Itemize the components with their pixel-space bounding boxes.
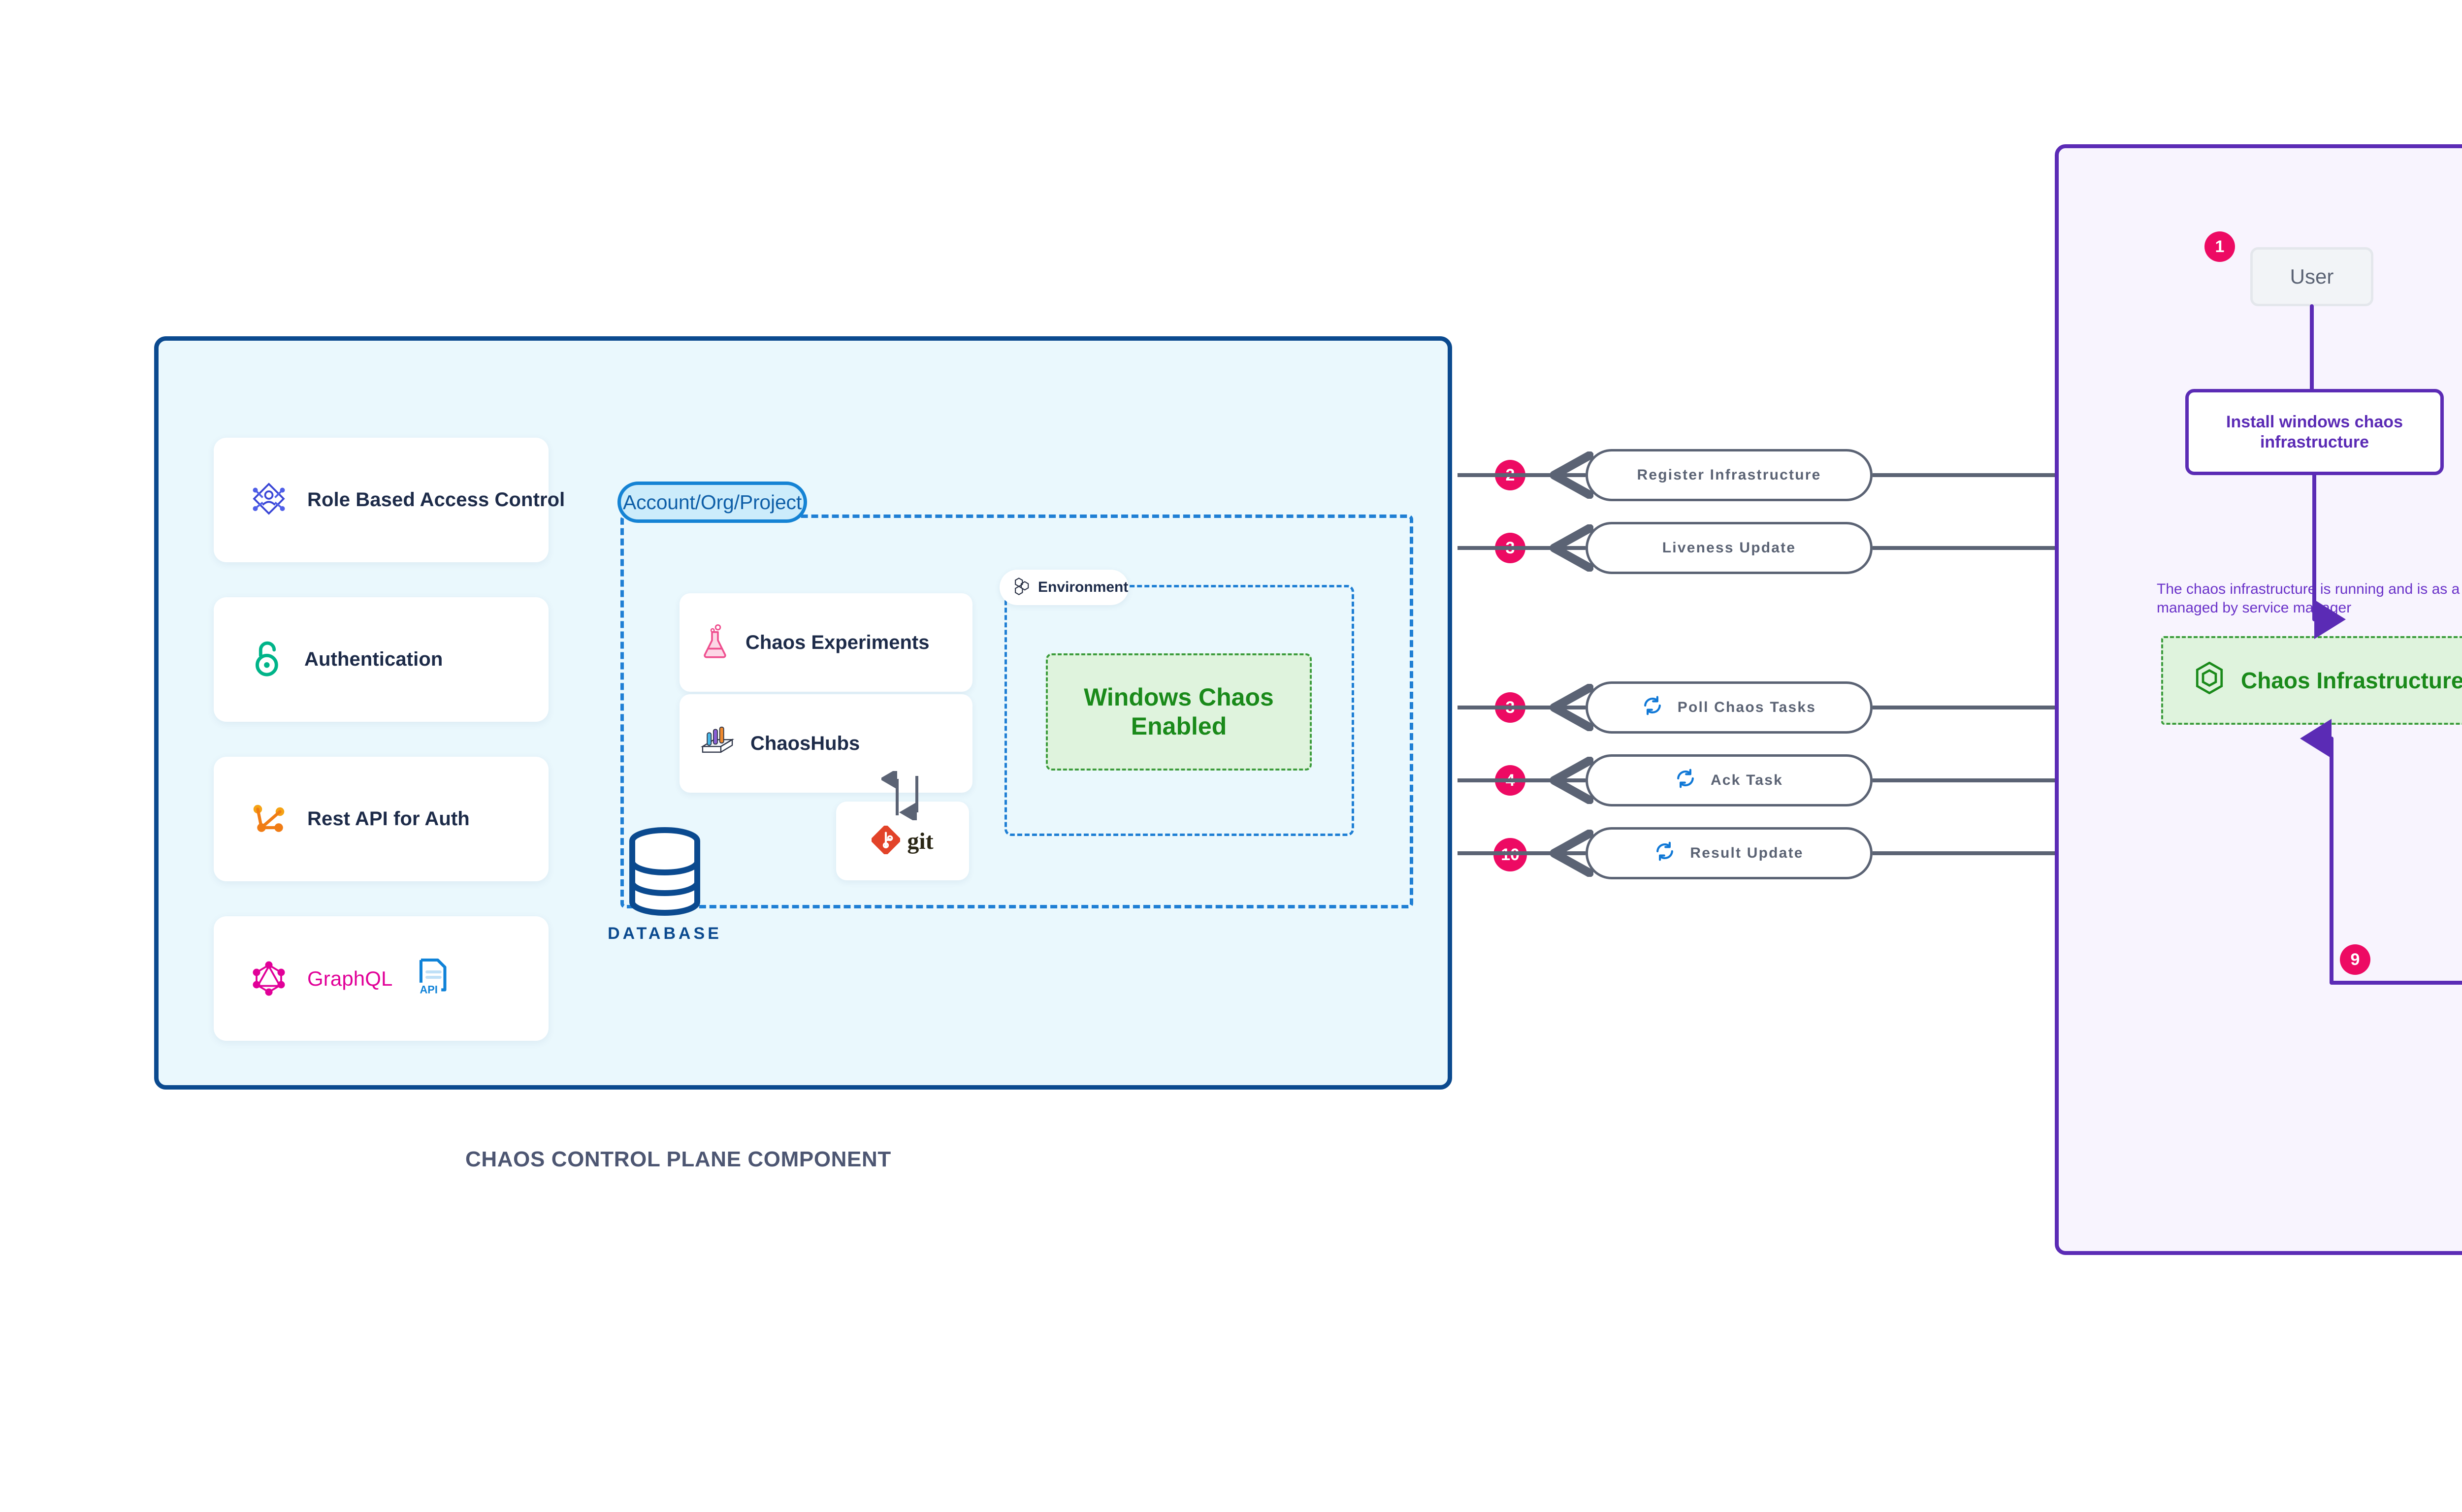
chaos-infrastructure-label: Chaos Infrastructure [2241,668,2462,693]
connector-result-update[interactable]: Result Update [1586,827,1873,879]
connector-register-infrastructure[interactable]: Register Infrastructure [1586,449,1873,501]
hexagon-outline-icon [2195,661,2224,700]
rbac-icon [249,479,289,521]
install-label: Install windows chaos infrastructure [2226,412,2403,451]
step-badge-3a: 3 [1495,533,1525,563]
account-org-project-pill[interactable]: Account/Org/Project [617,482,807,523]
connector-poll-chaos-tasks[interactable]: Poll Chaos Tasks [1586,681,1873,734]
feature-label: GraphQL [307,966,393,990]
windows-chaos-enabled-label: Windows Chaos Enabled [1084,683,1274,740]
account-org-project-label: Account/Org/Project [622,490,802,514]
rest-api-icon [249,798,289,840]
sync-icon [1654,841,1675,866]
environment-boundary [1004,585,1354,836]
connector-ack-task[interactable]: Ack Task [1586,754,1873,806]
chaos-infrastructure-box[interactable]: Chaos Infrastructure [2161,636,2462,725]
step-badge-1: 1 [2204,231,2235,262]
database-label: DATABASE [608,924,722,943]
graphql-icon [249,958,289,999]
git-sync-arrows [879,769,936,823]
card-chaos-experiments[interactable]: Chaos Experiments [680,593,972,692]
card-chaoshubs[interactable]: ChaosHubs [680,694,972,793]
feature-label: Role Based Access Control [307,489,565,511]
git-logo-icon [871,825,901,857]
user-label: User [2290,265,2334,288]
step-badge-10: 10 [1493,838,1527,871]
sync-icon [1642,695,1663,720]
account-org-project-boundary [620,515,1413,908]
connector-label: Register Infrastructure [1637,467,1821,483]
step-badge-9: 9 [2340,944,2370,975]
windows-chaos-enabled-box: Windows Chaos Enabled [1046,653,1312,771]
connector-label: Liveness Update [1662,540,1796,556]
feature-card-rbac[interactable]: Role Based Access Control [214,438,565,562]
git-label: git [907,828,934,854]
card-label: ChaosHubs [750,732,860,754]
hexagon-cluster-icon [1012,577,1030,598]
lock-icon [249,639,286,680]
sync-icon [1675,768,1696,793]
flask-icon [699,624,731,662]
api-document-icon: API [416,958,449,999]
environment-pill[interactable]: Environment [1000,570,1129,605]
feature-card-graphql[interactable]: GraphQL API [214,916,549,1041]
database-group: DATABASE [583,827,746,943]
environment-label: Environment [1038,579,1129,595]
step-badge-3b: 3 [1495,692,1525,723]
control-plane-caption: CHAOS CONTROL PLANE COMPONENT [465,1147,891,1171]
feature-card-rest-api[interactable]: Rest API for Auth [214,757,549,881]
connector-label: Ack Task [1710,772,1783,788]
feature-label: Authentication [304,648,443,670]
annotation-service-manager: The chaos infrastructure is running and … [2157,581,2462,616]
connector-label: Result Update [1690,845,1804,861]
connector-liveness-update[interactable]: Liveness Update [1586,522,1873,574]
install-windows-chaos-infrastructure-box[interactable]: Install windows chaos infrastructure [2185,389,2444,475]
user-box[interactable]: User [2250,247,2373,306]
card-label: Chaos Experiments [745,631,930,653]
step-badge-2: 2 [1495,460,1525,490]
svg-text:API: API [420,984,438,996]
test-tube-rack-icon [699,726,736,762]
database-cylinder-icon [583,827,746,918]
step-badge-4: 4 [1495,765,1525,796]
feature-card-authentication[interactable]: Authentication [214,597,549,722]
feature-label: Rest API for Auth [307,808,470,830]
connector-label: Poll Chaos Tasks [1677,699,1816,715]
